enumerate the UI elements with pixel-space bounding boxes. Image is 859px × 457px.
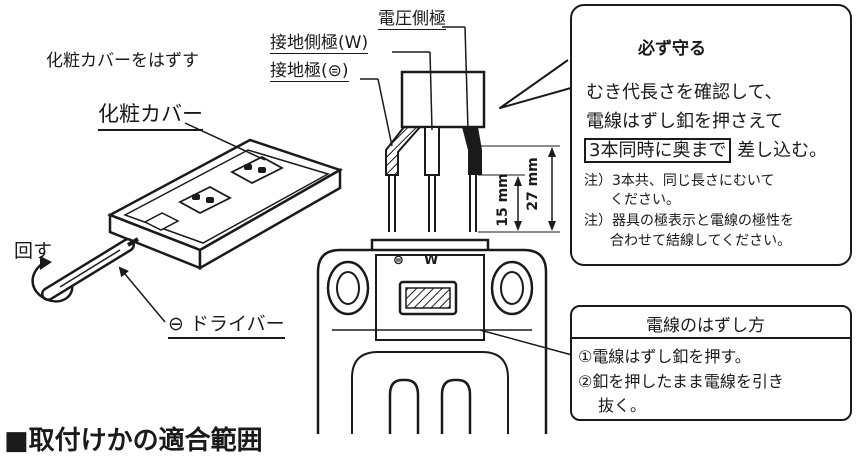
removal-step-1: ①電線はずし釦を押す。	[578, 347, 751, 366]
screwdriver-illustration	[31, 237, 166, 323]
wiring-diagram: 化粧カバーをはずす 化粧カバー 回す ⊖ ドライバー 電圧側極 接地側極(W) …	[4, 4, 852, 456]
caution-callout	[570, 4, 852, 266]
removal-step-2-cont: 抜く。	[598, 396, 647, 415]
boxed-emphasis: 3本同時に奥まで	[584, 138, 732, 163]
voltage-side-label: 電圧側極	[378, 4, 446, 30]
cover-label: 化粧カバー	[98, 98, 203, 131]
dimension-15mm: 15 mm	[494, 173, 511, 227]
removal-divider	[570, 337, 852, 339]
turn-label: 回す	[14, 240, 53, 262]
caution-line-3-rest: 差し込む。	[737, 140, 828, 161]
removal-title: 電線のはずし方	[646, 316, 765, 336]
caution-title: 必ず守る	[638, 39, 706, 59]
note-1-line-a: 注）3本共、同じ長さにむいて	[584, 173, 775, 189]
ground-pole-label: 接地極(⊜)	[270, 56, 349, 82]
ground-side-label: 接地側極(W)	[270, 28, 369, 54]
remove-cover-caption: 化粧カバーをはずす	[46, 51, 199, 71]
driver-label: ⊖ ドライバー	[168, 309, 285, 339]
note-1-line-b: ください。	[610, 192, 680, 208]
dimension-27mm: 27 mm	[524, 157, 541, 211]
caution-line-3: 3本同時に奥まで 差し込む。	[584, 136, 828, 163]
removal-step-2: ②釦を押したまま電線を引き	[578, 372, 784, 391]
note-2-line-b: 合わせて結線してください。	[610, 233, 792, 249]
removal-callout	[570, 305, 852, 421]
note-2-line-a: 注）器具の極表示と電線の極性を	[584, 213, 794, 229]
caution-pointer	[499, 59, 579, 109]
ground-mark: ⊜	[393, 253, 404, 268]
stripped-wires-illustration	[360, 26, 560, 233]
section-heading: ■取付けかの適合範囲	[4, 426, 263, 456]
w-mark: W	[424, 253, 439, 268]
caution-line-1: むき代長さを確認して、	[586, 82, 783, 103]
caution-line-2: 電線はずし釦を押さえて	[586, 111, 784, 132]
power-strip-illustration	[107, 122, 344, 271]
diagram-artwork	[31, 25, 632, 434]
terminal-block-illustration	[316, 238, 573, 434]
